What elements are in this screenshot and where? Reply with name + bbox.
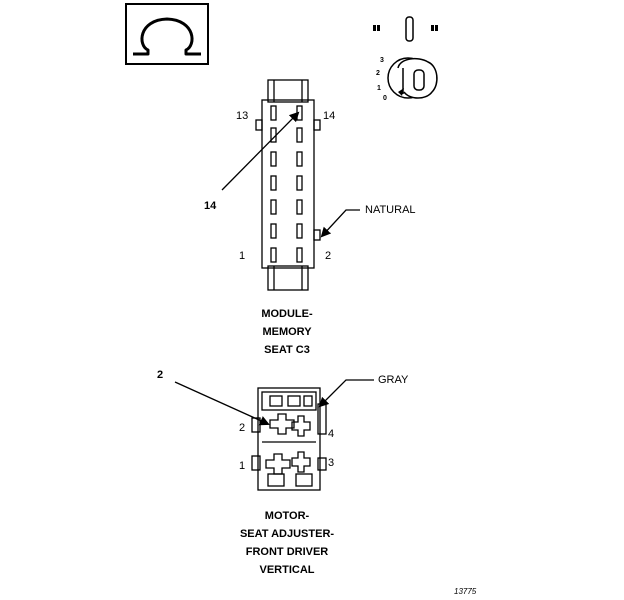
natural-leader <box>320 209 360 238</box>
c3-color-label: NATURAL <box>365 204 416 216</box>
motor-caption-line-4: VERTICAL <box>259 564 315 576</box>
motor-caption-line-3: FRONT DRIVER <box>245 546 329 558</box>
motor-caption-line-1: MOTOR- <box>264 510 310 522</box>
c3-callout-label: 14 <box>204 200 217 212</box>
callout-14-arrow <box>221 111 300 191</box>
figure-reference: 13775 <box>454 587 477 596</box>
c3-pin-1-label: 1 <box>239 250 246 262</box>
c3-pin-13-label: 13 <box>236 110 249 122</box>
gray-leader <box>318 379 374 408</box>
ignition-position-3: 3 <box>380 57 384 64</box>
motor-pin-4-label: 4 <box>328 428 335 440</box>
c3-caption-line-3: SEAT C3 <box>264 344 310 356</box>
c3-pin-14-label: 14 <box>323 110 336 122</box>
motor-caption-line-2: SEAT ADJUSTER- <box>239 528 335 540</box>
c3-pin-2-label: 2 <box>325 250 332 262</box>
c3-caption-line-2: MEMORY <box>262 326 312 338</box>
connector-c3-body <box>255 79 321 291</box>
motor-connector-body <box>251 387 327 491</box>
callout-2-arrow <box>174 381 270 426</box>
ignition-position-1: 1 <box>377 85 381 92</box>
ignition-position-2: 2 <box>376 70 380 77</box>
motor-callout-label: 2 <box>157 369 164 381</box>
ignition-position-0: 0 <box>383 95 387 102</box>
motor-pin-2-label: 2 <box>239 422 246 434</box>
motor-pin-3-label: 3 <box>328 457 335 469</box>
c3-caption-line-1: MODULE- <box>261 308 313 320</box>
motor-pin-1-label: 1 <box>239 460 246 472</box>
motor-color-label: GRAY <box>378 374 409 386</box>
motor-caption: MOTOR- SEAT ADJUSTER- FRONT DRIVER VERTI… <box>207 507 367 579</box>
ignition-switch-icon <box>373 16 438 99</box>
c3-caption: MODULE- MEMORY SEAT C3 <box>207 305 367 359</box>
omega-icon <box>125 3 209 65</box>
